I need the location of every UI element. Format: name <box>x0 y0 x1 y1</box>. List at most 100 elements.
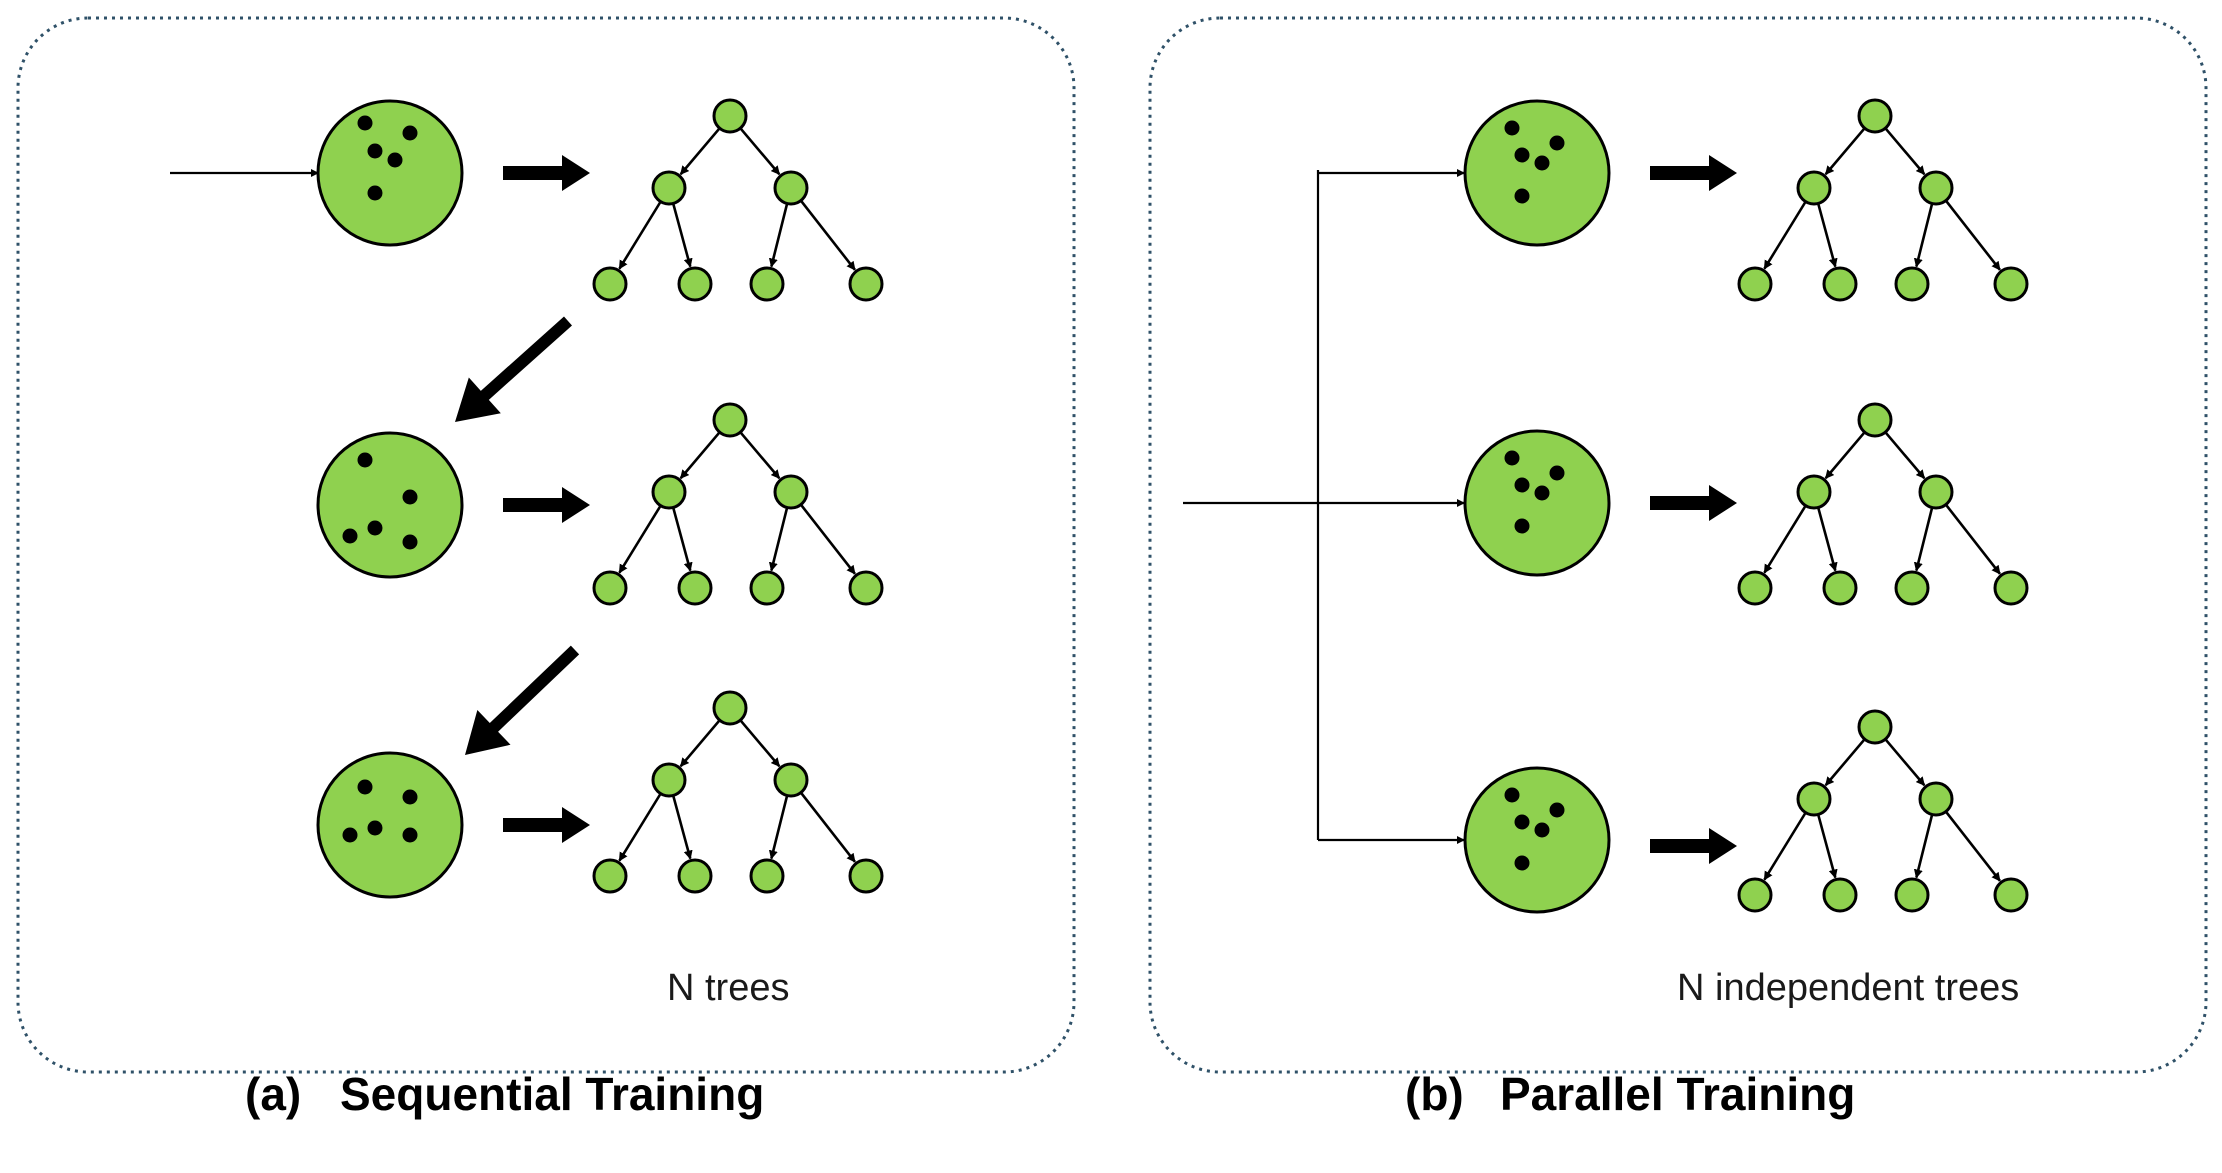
tree-edge <box>1816 507 1838 572</box>
sample-point <box>342 827 358 843</box>
sample-point <box>1514 518 1530 534</box>
tree-node <box>1737 877 1773 913</box>
decision-tree <box>1737 98 2029 302</box>
flow-arrow <box>455 316 572 422</box>
tree-edge <box>671 507 693 572</box>
tree-node <box>848 858 884 894</box>
tree-edge <box>618 200 662 270</box>
sample-point <box>1504 787 1520 803</box>
flow-arrow <box>1650 155 1737 191</box>
tree-edge <box>739 431 781 480</box>
parallel-caption-label: (b) <box>1405 1068 1464 1120</box>
sample-point <box>1534 155 1550 171</box>
tree-edge <box>1816 814 1838 879</box>
tree-node <box>712 690 748 726</box>
tree-node <box>1822 266 1858 302</box>
sample-circle <box>316 751 464 899</box>
flow-arrow <box>1650 485 1737 521</box>
sample-point <box>1514 855 1530 871</box>
sample-point <box>342 528 358 544</box>
tree-edge <box>679 127 721 176</box>
sample-point <box>357 115 373 131</box>
tree-node <box>773 474 809 510</box>
tree-node <box>651 762 687 798</box>
sample-point <box>387 152 403 168</box>
sample-point <box>402 827 418 843</box>
tree-edge <box>1944 503 2001 575</box>
tree-node <box>749 266 785 302</box>
tree-node <box>1894 266 1930 302</box>
tree-edge <box>768 203 789 268</box>
tree-edge <box>671 795 693 860</box>
tree-edge <box>1884 127 1926 176</box>
parallel-note: N independent trees <box>1677 967 2019 1009</box>
tree-edge <box>1824 431 1866 480</box>
decision-tree <box>592 402 884 606</box>
tree-node <box>773 762 809 798</box>
tree-edge <box>1884 738 1926 787</box>
bootstrap-sample <box>1463 99 1611 247</box>
tree-node <box>1993 570 2029 606</box>
tree-node <box>1737 266 1773 302</box>
tree-edge <box>1884 431 1926 480</box>
sample-point <box>367 185 383 201</box>
tree-edge <box>1913 507 1934 572</box>
tree-edge <box>1763 200 1807 270</box>
tree-edge <box>1824 738 1866 787</box>
tree-edge <box>1763 811 1807 881</box>
tree-edge <box>799 503 856 575</box>
tree-node <box>1918 781 1954 817</box>
sample-point <box>1514 814 1530 830</box>
tree-edge <box>1913 203 1934 268</box>
tree-node <box>712 98 748 134</box>
sample-point <box>367 520 383 536</box>
sample-point <box>1549 802 1565 818</box>
sample-circle <box>316 431 464 579</box>
tree-node <box>749 570 785 606</box>
sample-point <box>1549 135 1565 151</box>
tree-edge <box>799 791 856 863</box>
tree-node <box>592 266 628 302</box>
tree-node <box>1894 570 1930 606</box>
tree-node <box>1993 266 2029 302</box>
tree-edge <box>739 719 781 768</box>
sequential-panel: N trees <box>16 16 1076 1074</box>
sample-point <box>357 452 373 468</box>
sequential-caption-title: Sequential Training <box>340 1068 764 1120</box>
parallel-caption-title: Parallel Training <box>1500 1068 1855 1120</box>
decision-tree <box>1737 709 2029 913</box>
tree-node <box>677 858 713 894</box>
bootstrap-sample <box>1463 766 1611 914</box>
sample-point <box>1514 188 1530 204</box>
sequential-panel-frame <box>16 16 1076 1074</box>
parallel-panel: N independent trees <box>1148 16 2208 1074</box>
tree-edge <box>739 127 781 176</box>
tree-edge <box>618 504 662 574</box>
sample-point <box>1514 477 1530 493</box>
tree-node <box>651 474 687 510</box>
sequential-note: N trees <box>667 967 789 1009</box>
tree-edge <box>768 507 789 572</box>
tree-node <box>651 170 687 206</box>
sample-point <box>402 534 418 550</box>
sample-point <box>1534 822 1550 838</box>
tree-node <box>1796 170 1832 206</box>
input-splitter <box>1183 169 1465 844</box>
sample-circle <box>1463 429 1611 577</box>
decision-tree <box>592 98 884 302</box>
sample-point <box>402 125 418 141</box>
sample-point <box>402 489 418 505</box>
tree-node <box>712 402 748 438</box>
sample-point <box>357 779 373 795</box>
tree-node <box>677 266 713 302</box>
tree-node <box>1993 877 2029 913</box>
flow-arrow <box>1650 828 1737 864</box>
tree-edge <box>1913 814 1934 879</box>
tree-node <box>1857 709 1893 745</box>
tree-edge <box>1763 504 1807 574</box>
tree-node <box>677 570 713 606</box>
sample-circle <box>1463 99 1611 247</box>
sample-point <box>402 789 418 805</box>
flow-arrow <box>503 155 590 191</box>
